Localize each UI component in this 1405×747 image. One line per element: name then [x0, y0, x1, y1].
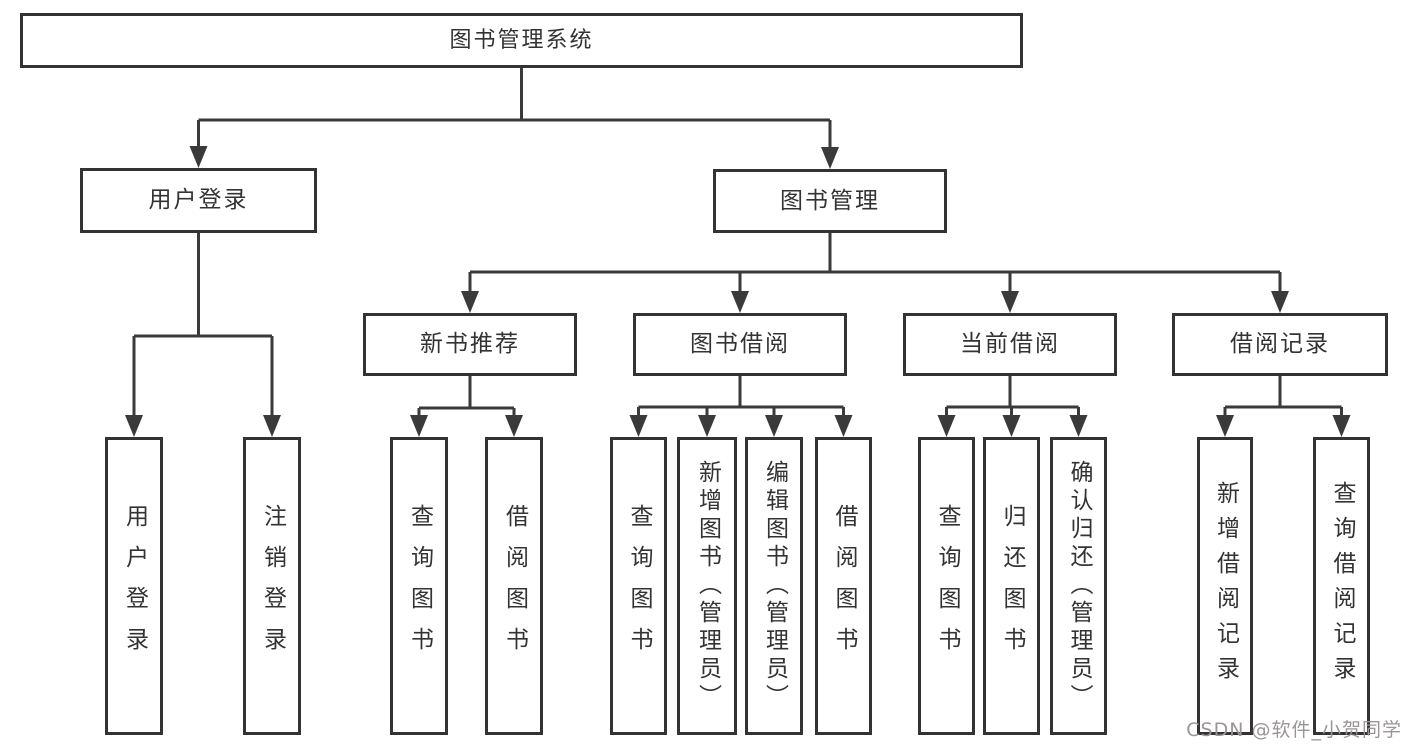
leaf-label: 查询图书	[406, 504, 433, 668]
connector-book-mgmt-children	[461, 233, 1289, 313]
leaf-add-borrow-record: 新增借阅记录	[1197, 437, 1253, 735]
node-book-borrow: 图书借阅	[633, 313, 847, 376]
leaf-return-book: 归还图书	[983, 437, 1040, 735]
leaf-label: 新增图书（管理员）	[694, 460, 721, 712]
leaf-label: 借阅图书	[831, 504, 857, 668]
leaf-logout: 注销登录	[243, 437, 301, 735]
arrow-down-icon	[937, 415, 956, 437]
node-label: 用户登录	[148, 187, 249, 213]
connector-user-login-children	[125, 233, 281, 437]
node-label: 新书推荐	[420, 331, 520, 357]
leaf-label: 借阅图书	[501, 504, 528, 668]
connector-cur-borrow-children	[937, 376, 1088, 437]
leaf-label: 查询图书	[626, 504, 652, 668]
arrow-down-icon	[189, 146, 208, 168]
arrow-down-icon	[821, 147, 839, 169]
arrow-down-icon	[1271, 291, 1289, 313]
arrow-down-icon	[629, 415, 648, 437]
leaf-label: 编辑图书（管理员）	[761, 460, 788, 712]
arrow-down-icon	[765, 415, 783, 437]
connector-book-borrow-children	[629, 376, 853, 437]
leaf-query-book: 查询图书	[610, 437, 667, 735]
arrow-down-icon	[1069, 415, 1088, 437]
arrow-down-icon	[731, 291, 749, 313]
arrow-down-icon	[505, 415, 523, 437]
arrow-down-icon	[410, 415, 428, 437]
arrow-down-icon	[1002, 415, 1021, 437]
leaf-borrow-book: 借阅图书	[485, 437, 543, 735]
leaf-borrow-book: 借阅图书	[815, 437, 872, 735]
node-label: 图书借阅	[690, 331, 790, 357]
node-library-mgmt-system: 图书管理系统	[20, 13, 1023, 68]
leaf-label: 查询图书	[934, 504, 960, 668]
node-book-management: 图书管理	[713, 169, 947, 233]
arrow-down-icon	[1216, 415, 1234, 437]
node-new-book-recommend: 新书推荐	[363, 313, 577, 376]
arrow-down-icon	[834, 415, 853, 437]
connector-new-rec-children	[410, 376, 523, 437]
node-current-borrow: 当前借阅	[903, 313, 1117, 376]
node-user-login: 用户登录	[80, 168, 317, 233]
leaf-label: 用户登录	[121, 504, 148, 668]
arrow-down-icon	[698, 415, 716, 437]
leaf-label: 查询借阅记录	[1329, 481, 1355, 691]
node-label: 当前借阅	[960, 331, 1060, 357]
node-label: 借阅记录	[1230, 331, 1330, 357]
leaf-label: 确认归还（管理员）	[1066, 460, 1092, 712]
node-borrow-record: 借阅记录	[1172, 313, 1388, 376]
node-label: 图书管理	[780, 187, 880, 214]
node-label: 图书管理系统	[449, 27, 594, 53]
arrow-down-icon	[1332, 415, 1351, 437]
arrow-down-icon	[461, 291, 479, 313]
arrow-down-icon	[263, 415, 281, 437]
leaf-edit-book-admin: 编辑图书（管理员）	[745, 437, 803, 735]
leaf-query-book: 查询图书	[918, 437, 975, 735]
csdn-watermark: CSDN @软件_小贺同学	[1186, 719, 1402, 741]
leaf-label: 新增借阅记录	[1212, 481, 1239, 691]
leaf-add-book-admin: 新增图书（管理员）	[677, 437, 737, 735]
leaf-query-book: 查询图书	[390, 437, 448, 735]
leaf-query-borrow-record: 查询借阅记录	[1313, 437, 1370, 735]
connector-root-to-level2	[189, 68, 839, 169]
leaf-label: 归还图书	[999, 504, 1025, 668]
leaf-confirm-return-admin: 确认归还（管理员）	[1050, 437, 1107, 735]
connector-borrow-rec-children	[1216, 376, 1351, 437]
arrow-down-icon	[125, 415, 143, 437]
leaf-user-login: 用户登录	[105, 437, 163, 735]
leaf-label: 注销登录	[259, 504, 286, 668]
arrow-down-icon	[1001, 291, 1019, 313]
